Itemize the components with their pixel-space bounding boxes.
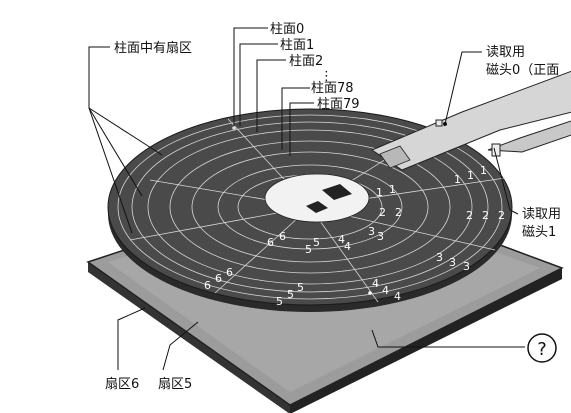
svg-text:6: 6	[215, 272, 222, 285]
svg-text:6: 6	[279, 230, 286, 243]
svg-text:2: 2	[466, 209, 473, 222]
svg-text:6: 6	[267, 236, 274, 249]
label-cylinder-79: 柱面79	[317, 97, 360, 112]
svg-text:1: 1	[389, 183, 396, 196]
leader-dot-center	[368, 291, 372, 295]
svg-text:2: 2	[498, 209, 505, 222]
label-sector-6: 扇区6	[105, 376, 139, 392]
svg-text:3: 3	[368, 225, 375, 238]
leader-dot-head0	[443, 122, 447, 126]
svg-text:3: 3	[436, 251, 443, 264]
svg-text:3: 3	[377, 230, 384, 243]
svg-text:1: 1	[480, 164, 487, 177]
svg-text:5: 5	[287, 288, 294, 301]
svg-text:5: 5	[305, 243, 312, 256]
svg-text:4: 4	[394, 290, 401, 303]
head0-tip	[436, 120, 442, 126]
label-sector-5: 扇区5	[158, 376, 192, 392]
svg-text:2: 2	[482, 209, 489, 222]
svg-text:2: 2	[379, 206, 386, 219]
label-head0-line2: 磁头0（正面	[486, 63, 559, 78]
svg-text:4: 4	[344, 240, 351, 253]
svg-text:4: 4	[382, 284, 389, 297]
svg-text:5: 5	[276, 295, 283, 308]
svg-text:1: 1	[376, 186, 383, 199]
svg-text:6: 6	[226, 266, 233, 279]
svg-text:1: 1	[467, 169, 474, 182]
svg-text:6: 6	[204, 279, 211, 292]
svg-text:3: 3	[463, 260, 470, 273]
label-head0-line1: 读取用	[486, 45, 525, 60]
label-head1-line1: 读取用	[522, 207, 561, 222]
disk-hub	[265, 174, 369, 222]
label-cylinder-1: 柱面1	[280, 38, 314, 53]
label-cylinder-78: 柱面78	[311, 81, 354, 96]
svg-text:3: 3	[449, 256, 456, 269]
label-cylinder-0: 柱面0	[270, 22, 304, 37]
svg-text:5: 5	[297, 281, 304, 294]
label-cylinder-2: 柱面2	[289, 54, 323, 69]
question-mark: ?	[537, 339, 547, 360]
label-head1-line2: 磁头1	[522, 225, 556, 240]
leader-dot-cyl0	[232, 126, 236, 130]
svg-text:1: 1	[454, 173, 461, 186]
svg-text:4: 4	[372, 277, 379, 290]
svg-text:5: 5	[313, 236, 320, 249]
svg-text:2: 2	[395, 206, 402, 219]
label-cylinder-has-sectors: 柱面中有扇区	[114, 40, 192, 56]
